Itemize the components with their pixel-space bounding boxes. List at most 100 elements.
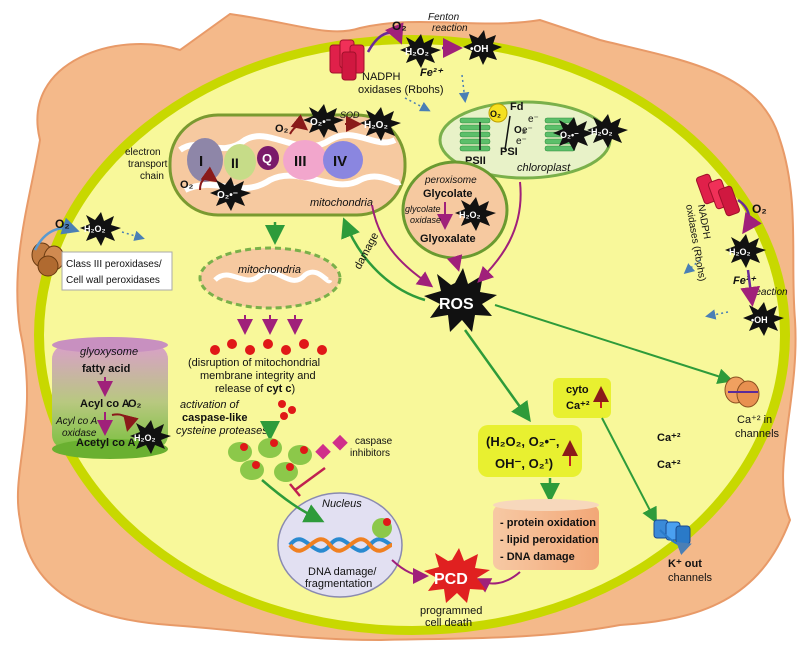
oxidative-effects-box: - protein oxidation - lipid peroxidation… <box>493 499 599 570</box>
nadph-label: NADPH <box>362 71 401 83</box>
chloroplast: O₂ Fd e⁻ e⁻ e⁻ PSII PSI O₂ O₂•⁻ H₂O₂ chl… <box>438 100 628 180</box>
sod-label: SOD <box>340 110 360 120</box>
ros-species-box: (H₂O₂, O₂•⁻, OH⁻, O₂¹) <box>478 425 582 477</box>
ubiquinone-label: Q <box>262 151 272 166</box>
superoxide-label-b: O₂•⁻ <box>217 190 238 201</box>
chl-o2-label: O₂ <box>514 125 526 136</box>
caspase-line-2: caspase-like <box>182 412 247 424</box>
electron-3: e⁻ <box>516 136 527 147</box>
glyox-o2-label: O₂ <box>128 398 142 410</box>
effect-dna: - DNA damage <box>500 551 575 563</box>
caspase-inhibitors-2: inhibitors <box>350 448 390 459</box>
caspase-line-1: activation of <box>180 399 240 411</box>
cyto-ca-line-2: Ca⁺² <box>566 400 590 412</box>
caspase-proteases <box>228 438 312 482</box>
cell-wall-peroxidases: O₂ H₂O₂ Class III peroxidases/ Cell wall… <box>31 212 173 291</box>
ubiquinone <box>257 146 279 170</box>
ca-ion-b: Ca⁺² <box>657 459 681 471</box>
swollen-mitochondria: mitochondria <box>198 246 342 310</box>
chloroplast-label: chloroplast <box>517 162 571 174</box>
chl-h2o2-label: H₂O₂ <box>591 127 613 137</box>
ca-channel-icon <box>724 376 760 408</box>
right-hydroxyl-label: •OH <box>751 315 768 325</box>
nucleus-title: Nucleus <box>322 498 362 510</box>
electron-2: e⁻ <box>522 125 533 136</box>
complex-iv-label: IV <box>333 153 347 170</box>
dna-damage-2: fragmentation <box>305 578 372 590</box>
mitochondrion-etc: electron transport chain I II Q III IV O… <box>125 104 407 217</box>
fenton-label: Fenton <box>428 12 460 23</box>
arrow-caspase-nucleus <box>261 479 325 523</box>
right-hydroxyl-burst <box>743 302 784 336</box>
swollen-mito-label: mitochondria <box>238 264 301 276</box>
arrow-ros-ca-channel <box>494 304 734 384</box>
right-h2o2-burst <box>725 234 766 268</box>
caspase-inhibitors-1: caspase <box>355 436 393 447</box>
fatty-acid-label: fatty acid <box>82 363 130 375</box>
ros-species-2: OH⁻, O₂¹) <box>495 456 553 471</box>
cw-o2-label: O₂ <box>55 217 70 231</box>
ca-in-label-1: Ca⁺² in <box>737 414 772 426</box>
pcd-burst: PCD <box>424 548 490 603</box>
etc-label-2: transport <box>128 159 168 170</box>
acyl-coa-label: Acyl co A <box>80 398 130 410</box>
k-out-label-2: channels <box>668 572 713 584</box>
chl-superoxide-label: O₂•⁻ <box>560 130 579 140</box>
ca-ion-a: Ca⁺² <box>657 432 681 444</box>
cytc-line-2: membrane integrity and <box>200 370 316 382</box>
hydroxyl-burst <box>463 30 502 65</box>
cyt-c-release <box>210 315 327 355</box>
etc-label-3: chain <box>140 171 164 182</box>
fenton-reaction-label: reaction <box>432 23 468 34</box>
nadph-oxidase-top: O₂ H₂O₂ Fenton reaction Fe²⁺ •OH NADPH o… <box>329 12 502 112</box>
cyto-ca-box: cyto Ca⁺² <box>553 378 611 418</box>
chl-h2o2-burst <box>587 114 628 148</box>
cytc-line-3: release of cyt c) <box>215 383 295 395</box>
glycolate-oxidase-label-2: oxidase <box>410 215 441 225</box>
cw-peroxidase-label-1: Class III peroxidases/ <box>66 259 162 270</box>
perox-h2o2-burst <box>455 197 496 231</box>
o2-label-b: O₂ <box>180 179 194 191</box>
inhibition-line <box>294 466 326 492</box>
dna-damage-1: DNA damage/ <box>308 566 377 578</box>
arrow-ros-species <box>463 329 531 423</box>
peroxisome-title: peroxisome <box>424 175 477 186</box>
acetyl-coa-label: Acetyl co A <box>76 437 136 449</box>
ros-label: ROS <box>439 296 474 313</box>
glycolate-label: Glycolate <box>423 188 473 200</box>
cw-peroxidase-box <box>61 251 173 291</box>
pcd-line-2: cell death <box>425 617 472 629</box>
complex-iii <box>283 140 327 180</box>
complex-ii-label: II <box>231 155 239 171</box>
glyoxalate-label: Glyoxalate <box>420 233 476 245</box>
caspase-line-3: cysteine proteases <box>176 425 268 437</box>
h2o2-label: H₂O₂ <box>405 47 429 58</box>
k-out-label-1: K⁺ out <box>668 558 702 570</box>
complex-i-label: I <box>199 153 203 170</box>
fd-label: Fd <box>510 101 523 113</box>
superoxide-burst-b <box>210 177 251 211</box>
h2o2-burst-mito <box>360 107 401 141</box>
effect-lipid: - lipid peroxidation <box>500 534 599 546</box>
singlet-oxygen-marker <box>488 103 508 123</box>
perox-h2o2-label: H₂O₂ <box>459 210 481 220</box>
acyl-oxidase-2: oxidase <box>62 428 97 439</box>
o2-label: O₂ <box>392 19 407 33</box>
nucleus: Nucleus DNA damage/ fragmentation <box>277 492 403 598</box>
peroxidase-channel-icon <box>31 242 65 277</box>
superoxide-label-a: O₂•⁻ <box>310 117 331 128</box>
complex-ii <box>224 144 256 180</box>
fe-label: Fe²⁺ <box>420 67 444 79</box>
etc-label-1: electron <box>125 147 161 158</box>
rboh-channel-icon <box>329 39 365 81</box>
h2o2-label-mito: H₂O₂ <box>364 120 388 131</box>
h2o2-burst <box>400 34 441 68</box>
chl-o2-top: O₂ <box>490 109 501 119</box>
psi-label: PSI <box>500 146 518 158</box>
glycolate-oxidase-label-1: glycolate <box>405 204 441 214</box>
complex-iii-label: III <box>294 153 307 170</box>
ros-species-1: (H₂O₂, O₂•⁻, <box>486 434 560 449</box>
glyoxysome: glyoxysome fatty acid Acyl co A Acyl co … <box>52 337 171 459</box>
superoxide-burst-a <box>303 104 344 138</box>
arrow-ros-damage <box>341 217 426 302</box>
